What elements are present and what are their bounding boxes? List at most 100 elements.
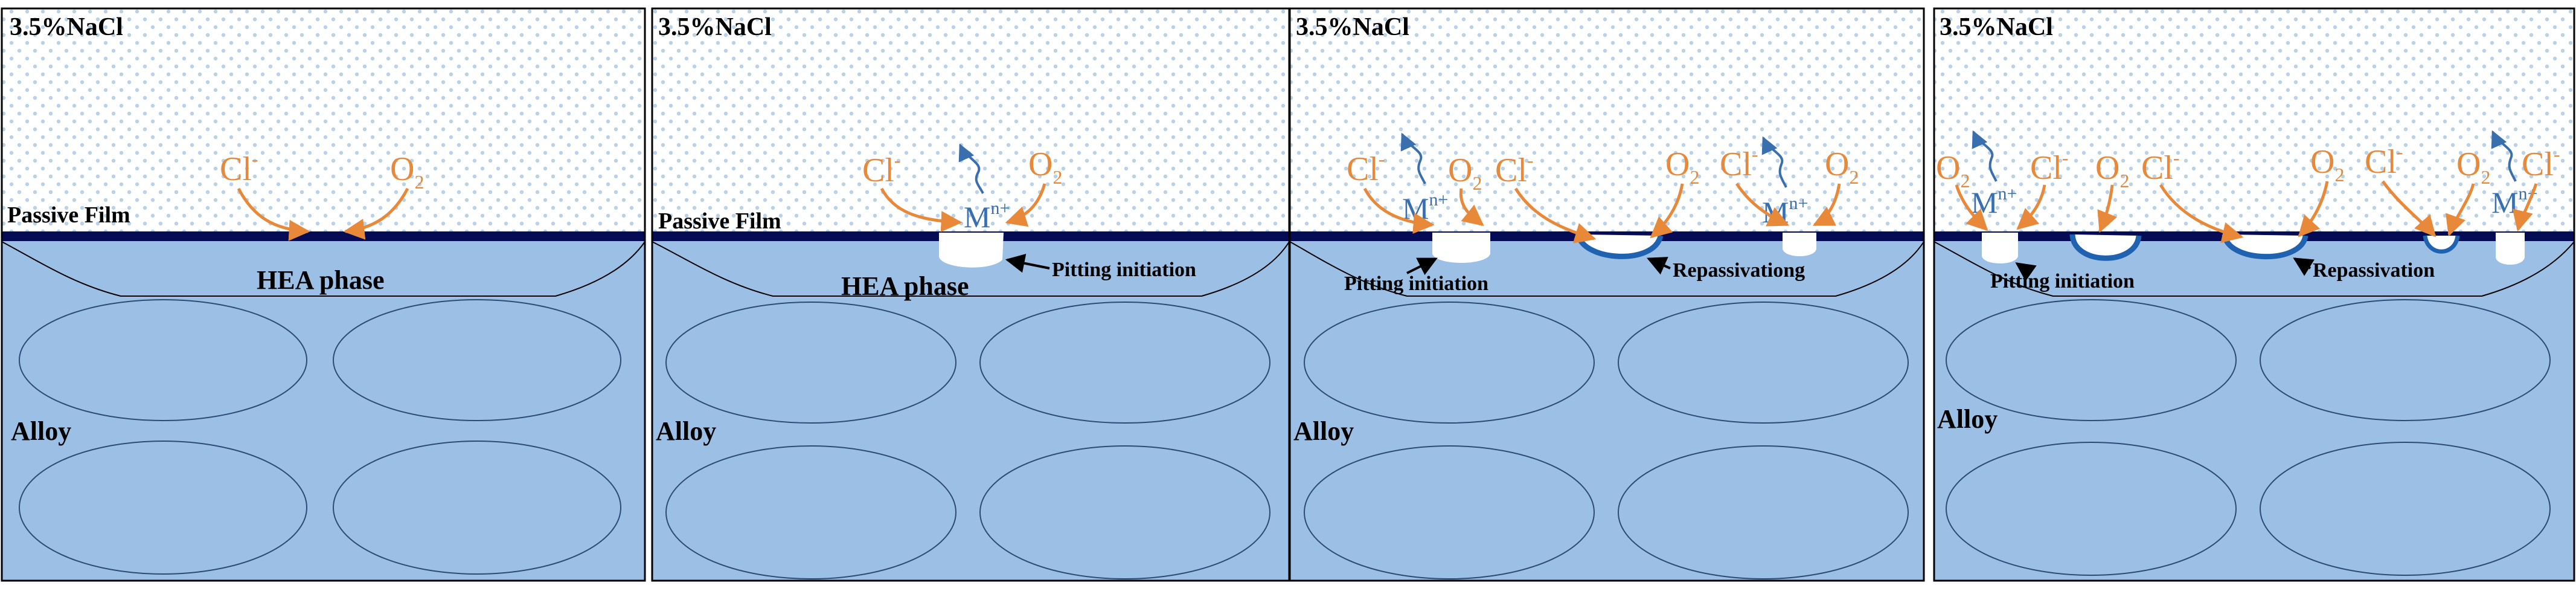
callout-arrow: [1647, 257, 1671, 275]
o2-arrow: [1005, 183, 1046, 227]
grain: [1946, 442, 2237, 576]
hea-phase-boundary: [1289, 241, 1924, 297]
grain: [979, 302, 1270, 424]
hea-phase-boundary: [652, 241, 1290, 297]
o2-ion: O2: [390, 150, 424, 193]
pit: [1432, 233, 1490, 263]
cl-ion: Cl-: [220, 148, 258, 188]
ion-arrow: [1459, 188, 1484, 227]
grain: [1946, 299, 2237, 421]
panel-4: 3.5%NaCl Alloy Pitting initiation Repass…: [1933, 7, 2575, 582]
panel-frame: [1, 7, 646, 582]
ion-arrow: [1514, 187, 1597, 244]
solution-label: 3.5%NaCl: [10, 13, 123, 41]
alloy-grains: [1946, 299, 2551, 576]
alloy-grains: [1304, 302, 1909, 579]
metal-ion-2: Mn+: [2491, 184, 2537, 219]
pit: [1783, 233, 1816, 256]
repassivated-pit: [2069, 234, 2142, 261]
grain: [2260, 299, 2551, 421]
ion-arrow: [1735, 182, 1790, 227]
o2-ion-2: O2: [2095, 149, 2129, 192]
ion-arrow: [2159, 184, 2244, 243]
dissolution-arrow: [1400, 132, 1426, 184]
pit: [1982, 233, 2018, 263]
passive-film-label: Passive Film: [658, 208, 781, 234]
grain: [19, 440, 307, 575]
ion-arrow: [2298, 181, 2329, 237]
passive-film: [2, 231, 645, 241]
pitting-initiation-label: Pitting initiation: [1344, 273, 1488, 295]
dissolution-arrow: [958, 143, 984, 194]
panel-1: 3.5%NaCl Passive Film HEA phase Alloy Cl…: [1, 7, 646, 582]
ion-arrow: [1812, 183, 1841, 227]
ion-arrow: [1955, 184, 1988, 231]
ion-arrow: [2016, 184, 2046, 230]
alloy-label: Alloy: [656, 416, 716, 446]
grain: [19, 299, 307, 421]
pitting-initiation-label: Pitting initiation: [1052, 259, 1196, 281]
repassivated-pit: [2423, 235, 2460, 254]
alloy-label: Alloy: [11, 416, 71, 446]
ion-arrow: [2097, 184, 2117, 233]
grain: [665, 302, 956, 424]
passive-film-label: Passive Film: [7, 202, 130, 228]
panel-3: 3.5%NaCl Alloy Pitting initiation Repass…: [1289, 7, 1925, 582]
grain: [1618, 445, 1909, 579]
grain: [333, 299, 621, 421]
solution-label: 3.5%NaCl: [658, 13, 772, 41]
dissolution-arrow: [2491, 130, 2517, 182]
callout-arrow: [1406, 257, 1438, 276]
grain: [2260, 442, 2551, 576]
o2-arrow: [343, 187, 409, 240]
cl-ion-2: Cl-: [2141, 147, 2180, 187]
repassivation-label: Repassivation: [2313, 259, 2435, 282]
pit: [939, 233, 1004, 268]
callout-arrow: [1005, 253, 1050, 273]
callout-arrow: [2293, 257, 2315, 276]
hea-phase-boundary: [1934, 241, 2575, 297]
grain: [665, 445, 956, 579]
ion-arrow: [1363, 187, 1435, 234]
cl-ion: Cl-: [862, 149, 901, 189]
ion-arrow: [2446, 183, 2475, 237]
dissolution-arrow: [1761, 136, 1787, 188]
panel-2: 3.5%NaCl Passive Film HEA phase Alloy Pi…: [651, 7, 1290, 582]
hea-phase-label: HEA phase: [257, 265, 385, 295]
ion-arrow: [1650, 183, 1684, 239]
grain: [1304, 445, 1595, 579]
alloy-grains: [665, 302, 1270, 579]
solution-label: 3.5%NaCl: [1940, 13, 2053, 41]
o2-ion-1: O2: [1448, 152, 1482, 194]
ion-arrow: [2381, 180, 2437, 237]
dissolution-arrow: [1972, 130, 1998, 182]
o2-ion-1: O2: [1936, 149, 1970, 192]
cl-ion-2: Cl-: [1495, 149, 1534, 189]
pitting-initiation-label: Pitting initiation: [1990, 270, 2135, 292]
pit: [2496, 233, 2525, 265]
o2-ion-3: O2: [2310, 143, 2344, 186]
cl-ion-1: Cl-: [2030, 147, 2069, 187]
panel-frame: [1289, 7, 1925, 582]
grain: [979, 445, 1270, 579]
ion-arrow: [2512, 183, 2538, 232]
alloy-label: Alloy: [1937, 404, 1998, 434]
grain: [333, 440, 621, 575]
cl-ion-3: Cl-: [2365, 141, 2403, 181]
callout-arrow: [2015, 262, 2037, 282]
repassivated-pit: [2222, 233, 2308, 260]
alloy-grains: [19, 299, 621, 575]
panel-frame: [1933, 7, 2575, 582]
cl-ion-4: Cl-: [2522, 143, 2560, 183]
o2-ion-4: O2: [2456, 146, 2490, 188]
solution-label: 3.5%NaCl: [1296, 13, 1409, 41]
hea-phase-boundary: [1, 241, 646, 297]
repassivation-label: Repassivationg: [1673, 259, 1805, 282]
cl-ion-1: Cl-: [1347, 148, 1385, 188]
cl-arrow: [237, 187, 310, 241]
grain: [1618, 302, 1909, 424]
o2-ion-3: O2: [1825, 146, 1859, 188]
hea-phase-label: HEA phase: [841, 271, 969, 301]
o2-ion-2: O2: [1665, 146, 1699, 188]
